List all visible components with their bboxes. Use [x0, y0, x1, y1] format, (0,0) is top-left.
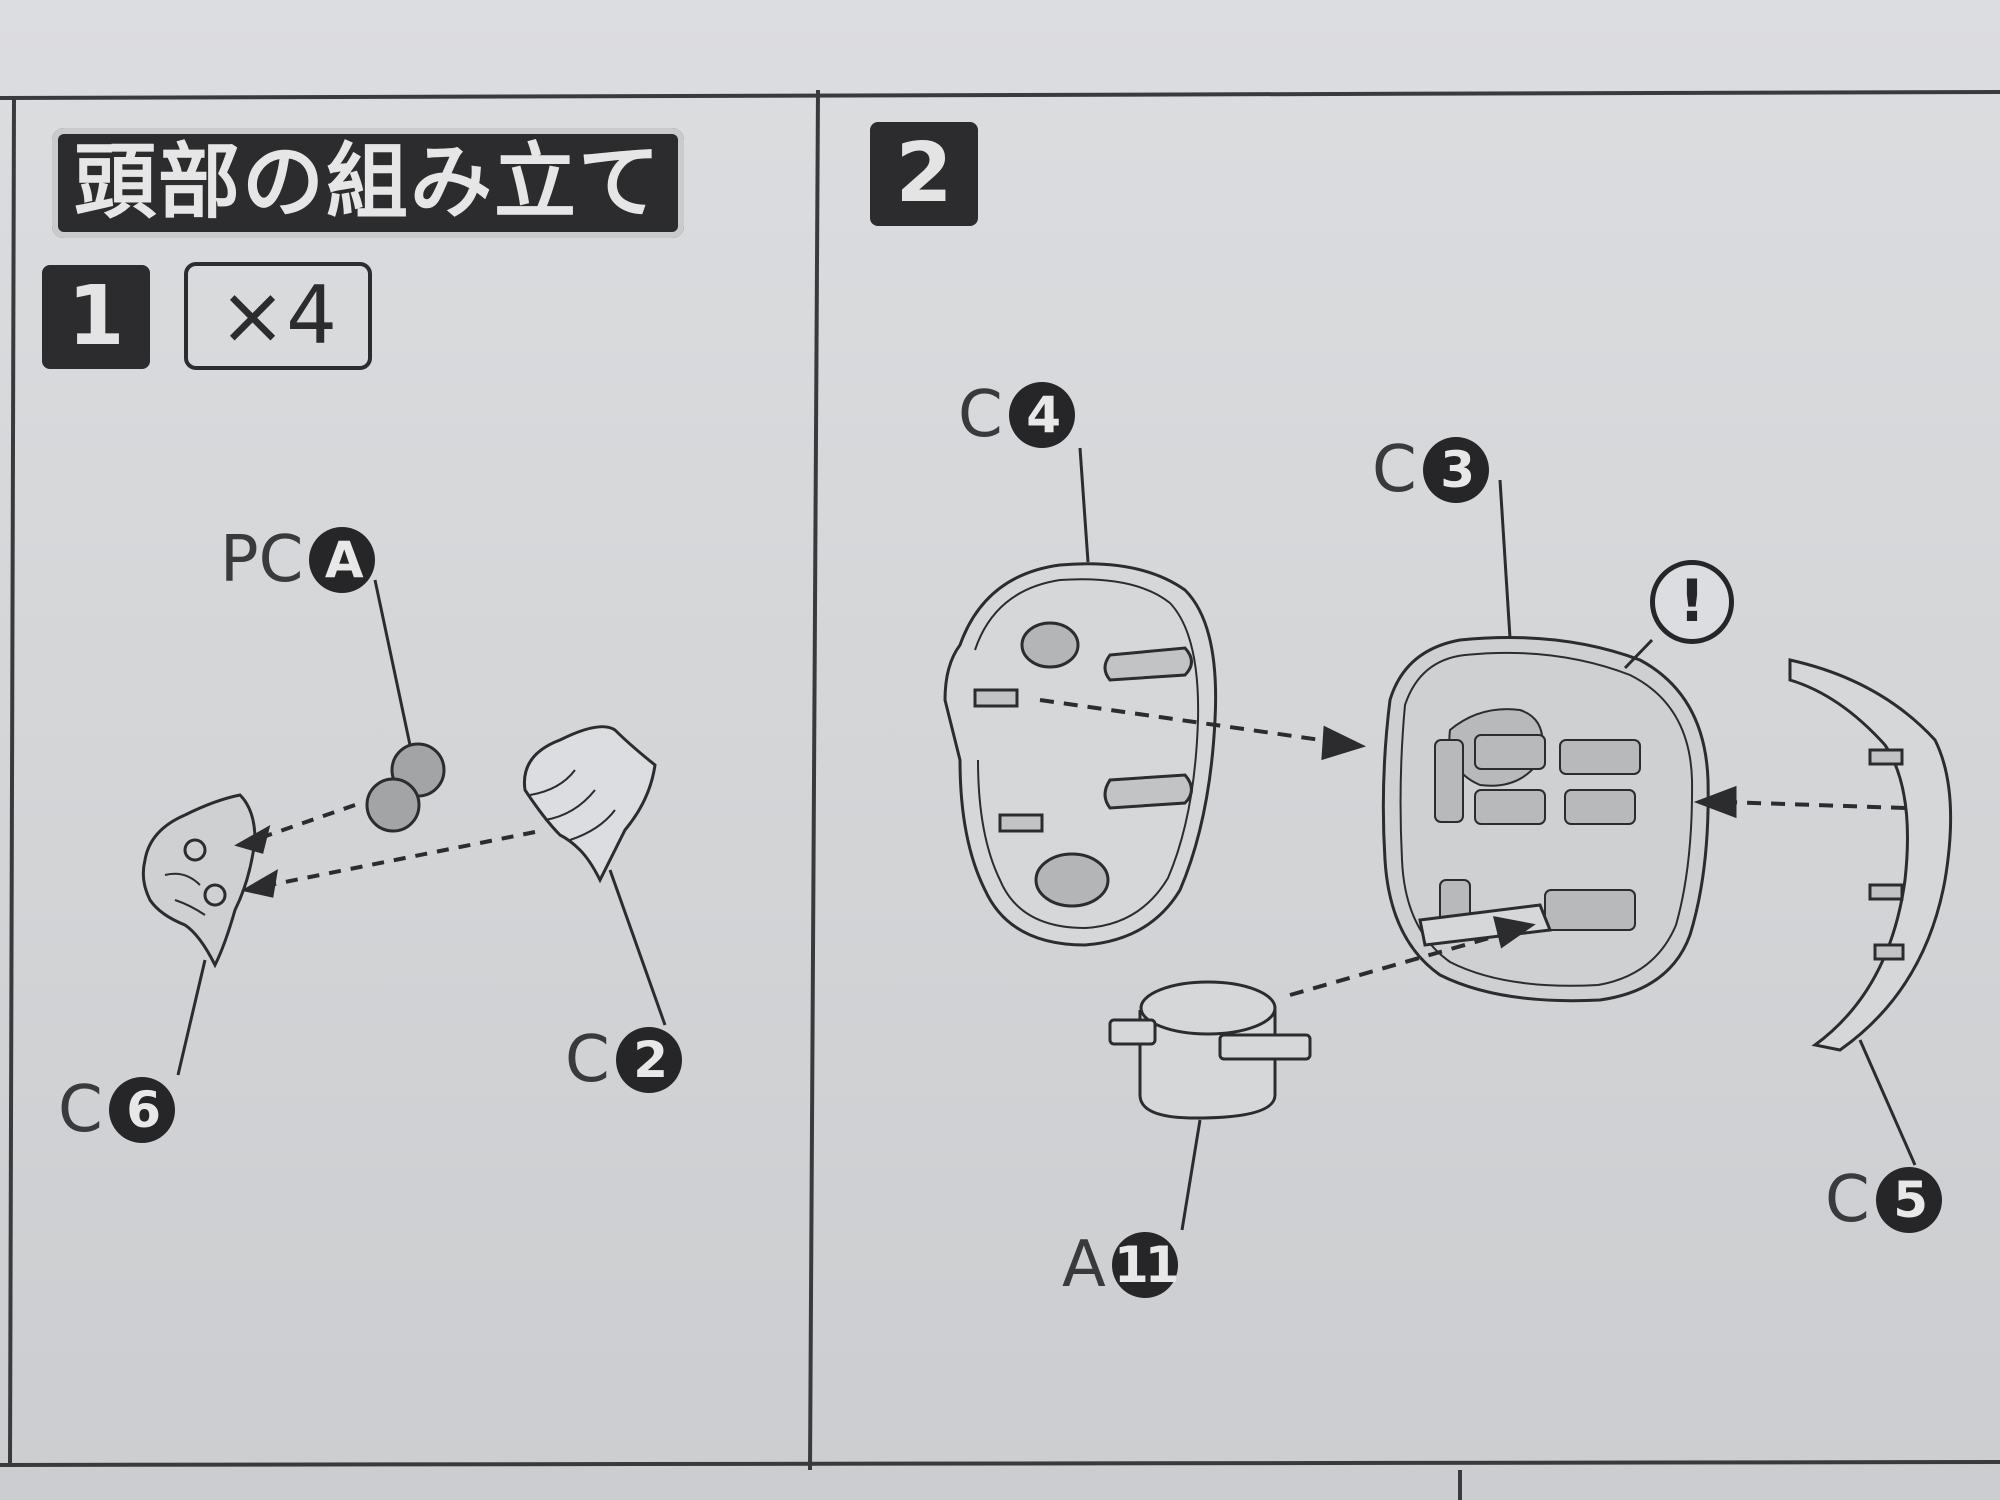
label-c4-prefix: C [958, 378, 1003, 452]
label-pc-a-prefix: PC [220, 523, 304, 597]
label-a11-number: 11 [1111, 1232, 1180, 1298]
label-a11: A 11 [1062, 1228, 1180, 1302]
label-c3-prefix: C [1372, 433, 1417, 507]
label-c6: C 6 [58, 1075, 175, 1145]
step-2-badge: 2 [870, 122, 978, 226]
label-a11-prefix: A [1062, 1228, 1106, 1302]
part-a11 [1108, 980, 1312, 1120]
label-c3-number: 3 [1422, 437, 1489, 503]
quantity-badge: ×4 [184, 262, 372, 370]
label-c3: C 3 [1372, 435, 1489, 505]
part-c5 [1788, 658, 1953, 1052]
warning-exclamation-icon: ! [1650, 560, 1734, 644]
label-c2: C 2 [565, 1025, 682, 1095]
label-pc-a-number: A [309, 527, 376, 593]
part-c2 [522, 725, 657, 884]
label-c6-prefix: C [58, 1073, 103, 1147]
polycap-a-part [365, 742, 446, 833]
label-c5: C 5 [1825, 1165, 1942, 1235]
label-c4-number: 4 [1008, 382, 1075, 448]
label-c5-prefix: C [1825, 1163, 1870, 1237]
label-c2-prefix: C [565, 1023, 610, 1097]
part-c6 [141, 793, 257, 969]
step-1-badge: 1 [42, 265, 150, 369]
label-pc-a: PC A [220, 523, 376, 597]
section-title: 頭部の組み立て [52, 128, 684, 238]
label-c4: C 4 [958, 380, 1075, 450]
label-c2-number: 2 [615, 1027, 682, 1093]
label-c6-number: 6 [108, 1077, 175, 1143]
label-c5-number: 5 [1875, 1167, 1942, 1233]
